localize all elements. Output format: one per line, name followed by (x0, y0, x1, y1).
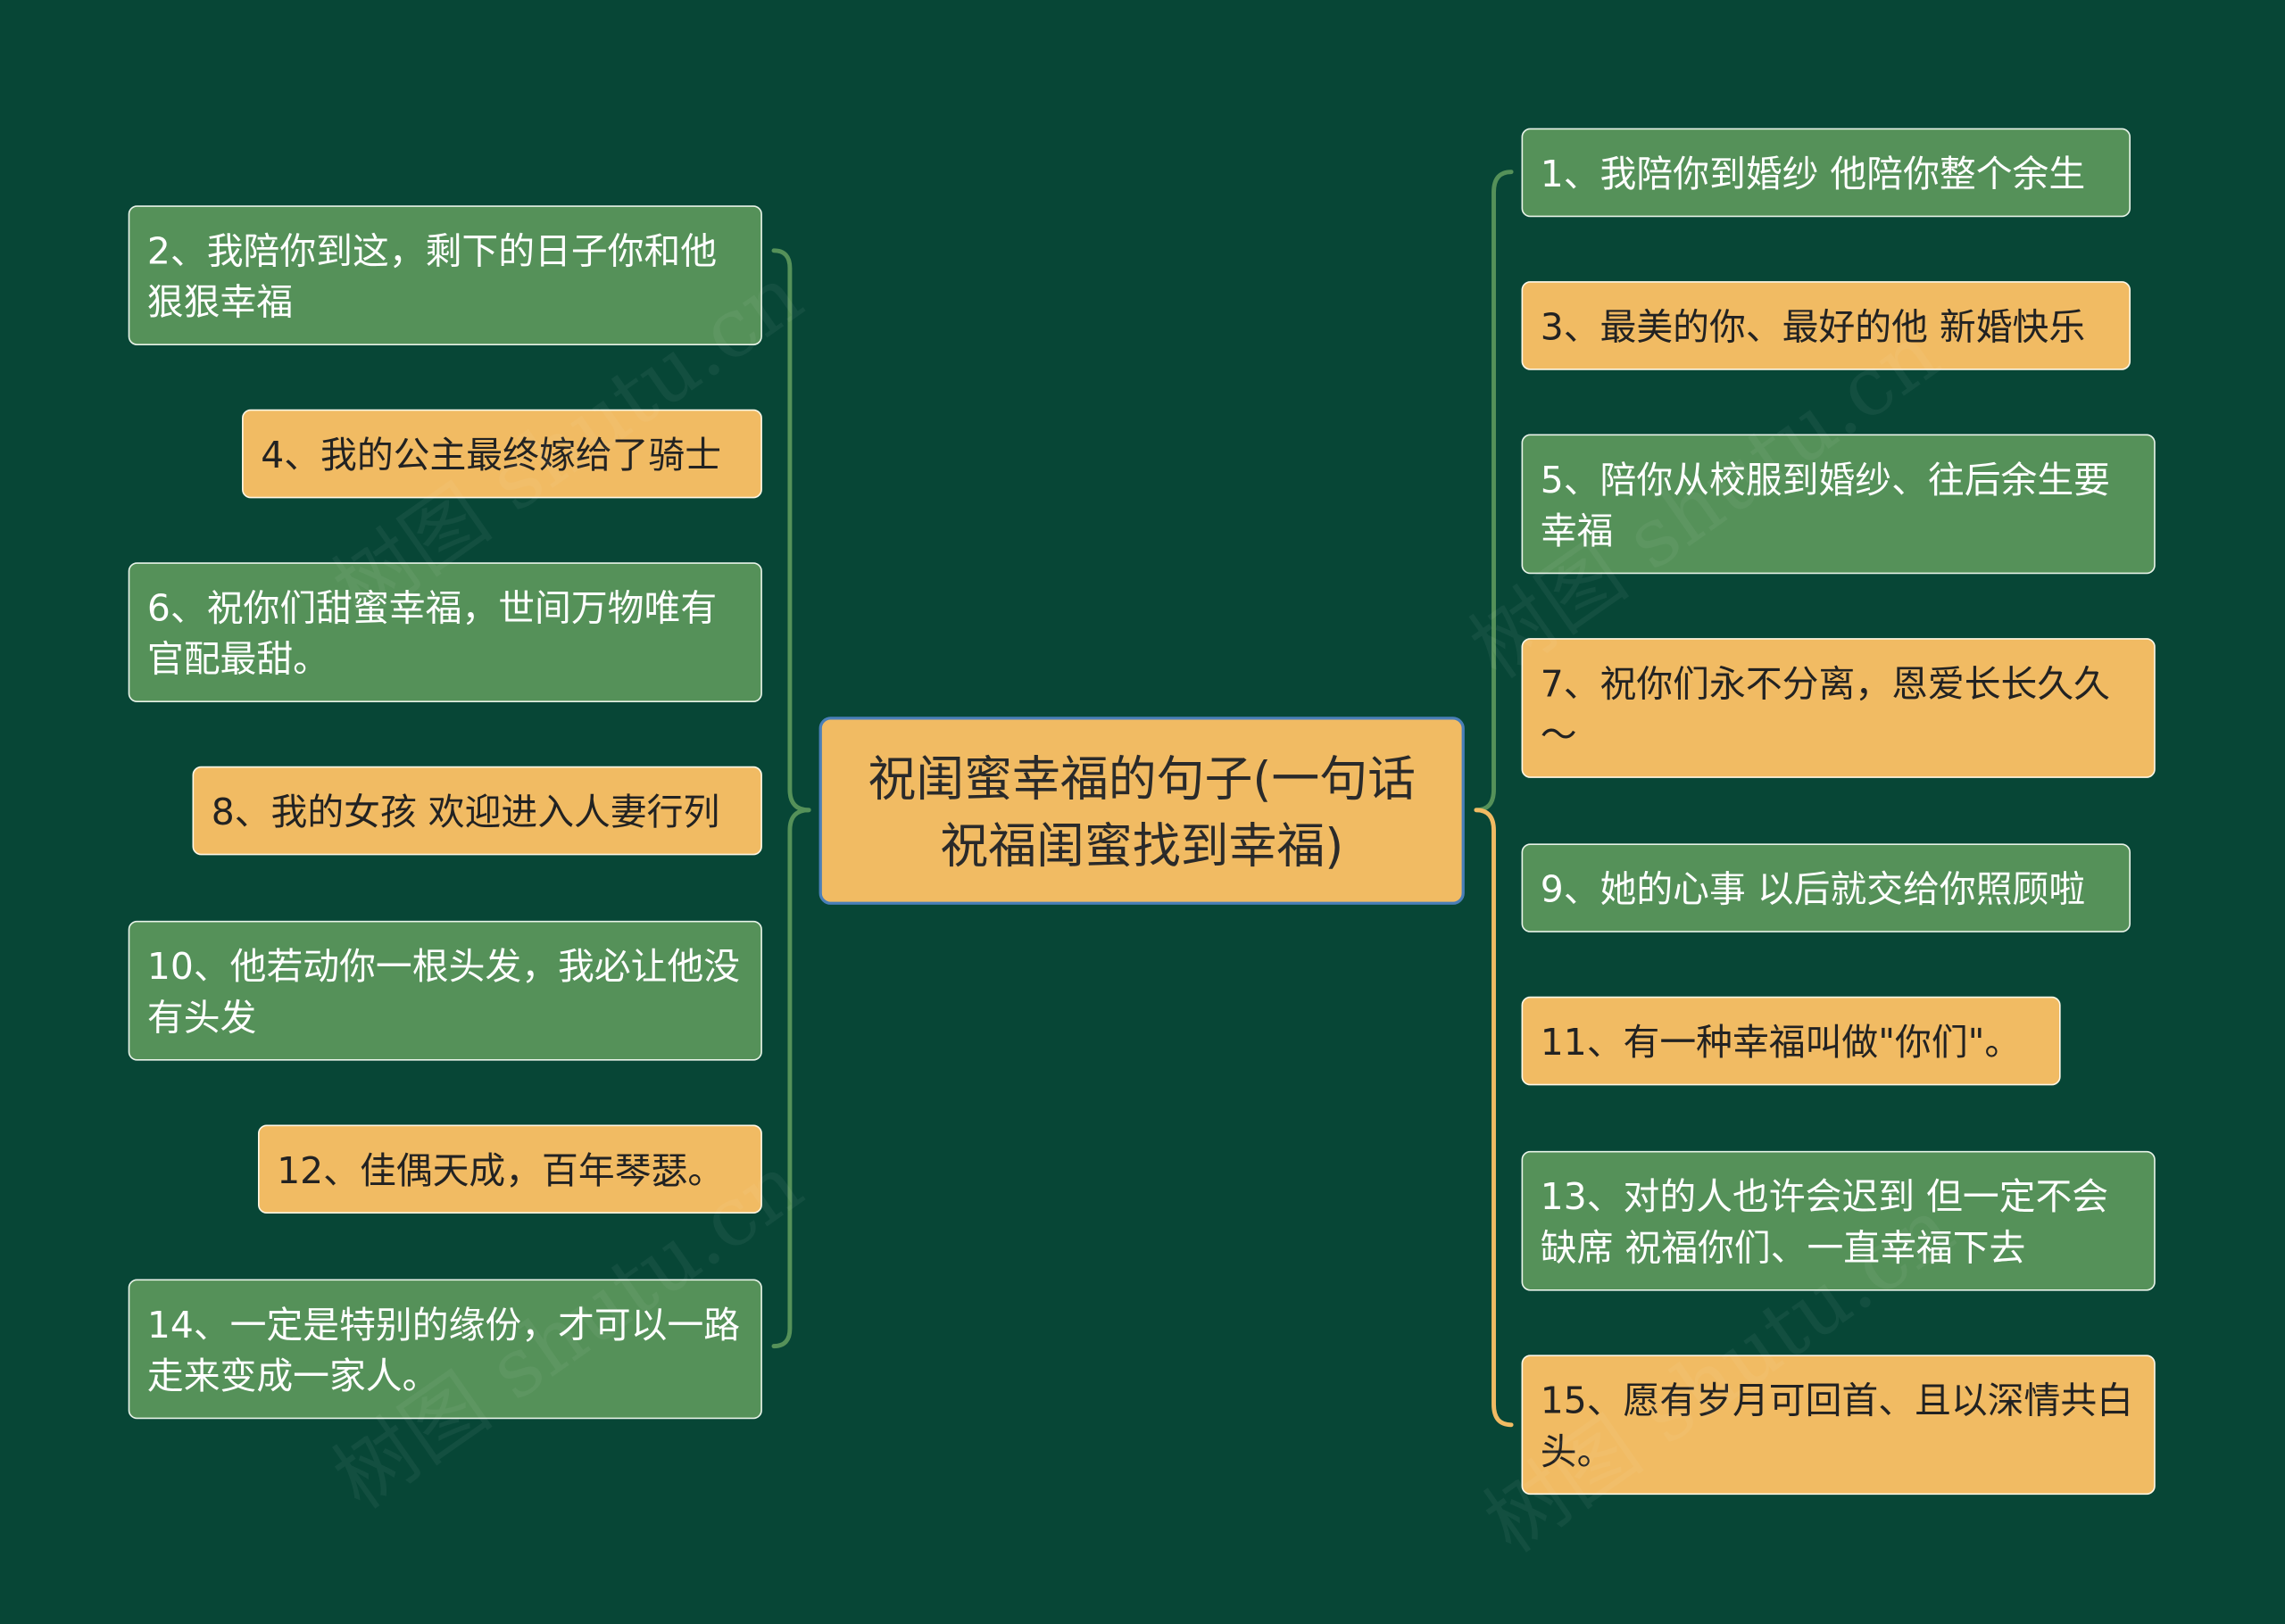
left-bracket-upper (771, 248, 811, 813)
left-topic-8[interactable]: 8、我的女孩 欢迎进入人妻行列 (192, 766, 762, 856)
topic-label: 8、我的女孩 欢迎进入人妻行列 (211, 791, 720, 833)
right-topic-3[interactable]: 3、最美的你、最好的他 新婚快乐 (1521, 281, 2131, 370)
left-bracket-lower (771, 808, 811, 1349)
topic-label: 12、佳偶天成，百年琴瑟。 (277, 1149, 725, 1192)
left-topic-6[interactable]: 6、祝你们甜蜜幸福，世间万物唯有官配最甜。 (128, 562, 762, 702)
right-topic-7[interactable]: 7、祝你们永不分离，恩爱长长久久～ (1521, 638, 2156, 778)
right-bracket-lower (1474, 808, 1514, 1428)
left-topic-12[interactable]: 12、佳偶天成，百年琴瑟。 (257, 1124, 762, 1214)
topic-label: 4、我的公主最终嫁给了骑士 (261, 434, 722, 476)
topic-label: 10、他若动你一根头发，我必让他没有头发 (146, 945, 741, 1040)
topic-label: 6、祝你们甜蜜幸福，世间万物唯有官配最甜。 (146, 586, 718, 681)
central-topic-label: 祝闺蜜幸福的句子(一句话祝福闺蜜找到幸福) (868, 750, 1417, 874)
topic-label: 2、我陪你到这，剩下的日子你和他狠狠幸福 (146, 229, 718, 324)
right-topic-15[interactable]: 15、愿有岁月可回首、且以深情共白头。 (1521, 1355, 2156, 1496)
right-topic-9[interactable]: 9、她的心事 以后就交给你照顾啦 (1521, 843, 2131, 932)
right-topic-1[interactable]: 1、我陪你到婚纱 他陪你整个余生 (1521, 128, 2131, 218)
topic-label: 15、愿有岁月可回首、且以深情共白头。 (1540, 1380, 2133, 1473)
central-topic[interactable]: 祝闺蜜幸福的句子(一句话祝福闺蜜找到幸福) (818, 717, 1465, 905)
right-bracket-upper (1474, 170, 1514, 813)
left-topic-10[interactable]: 10、他若动你一根头发，我必让他没有头发 (128, 920, 762, 1061)
topic-label: 11、有一种幸福叫做"你们"。 (1540, 1021, 2022, 1064)
left-topic-14[interactable]: 14、一定是特别的缘份，才可以一路走来变成一家人。 (128, 1279, 762, 1420)
topic-label: 9、她的心事 以后就交给你照顾啦 (1540, 868, 2086, 911)
topic-label: 5、陪你从校服到婚纱、往后余生要幸福 (1540, 459, 2111, 552)
right-topic-5[interactable]: 5、陪你从校服到婚纱、往后余生要幸福 (1521, 434, 2156, 575)
topic-label: 13、对的人也许会迟到 但一定不会缺席 祝福你们、一直幸福下去 (1540, 1175, 2109, 1270)
left-topic-2[interactable]: 2、我陪你到这，剩下的日子你和他狠狠幸福 (128, 205, 762, 345)
left-topic-4[interactable]: 4、我的公主最终嫁给了骑士 (242, 409, 762, 499)
topic-label: 7、祝你们永不分离，恩爱长长久久～ (1540, 662, 2111, 757)
topic-label: 1、我陪你到婚纱 他陪你整个余生 (1540, 153, 2086, 195)
right-topic-13[interactable]: 13、对的人也许会迟到 但一定不会缺席 祝福你们、一直幸福下去 (1521, 1150, 2156, 1291)
right-topic-11[interactable]: 11、有一种幸福叫做"你们"。 (1521, 996, 2061, 1086)
topic-label: 14、一定是特别的缘份，才可以一路走来变成一家人。 (146, 1304, 741, 1397)
topic-label: 3、最美的你、最好的他 新婚快乐 (1540, 305, 2086, 349)
